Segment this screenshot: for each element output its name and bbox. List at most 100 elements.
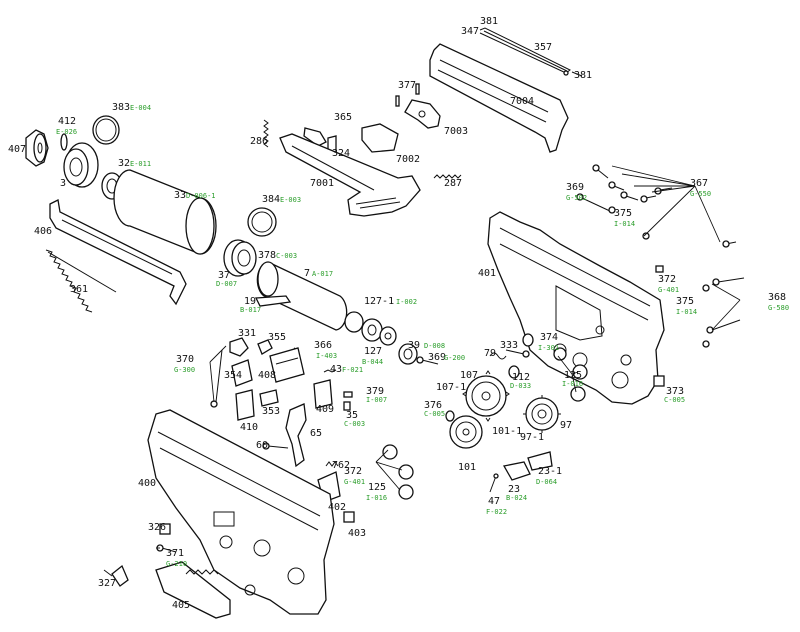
- part-368-screws: [706, 277, 745, 334]
- callout-408: 408: [258, 370, 276, 381]
- callout-400: 400: [138, 478, 156, 489]
- callout-379-code: I-007: [366, 396, 387, 404]
- callout-375-top: 375: [614, 208, 632, 219]
- part-367-screws: [592, 164, 737, 248]
- callout-labels: 381 347 357 381 377 7004 383 E-004 412 E…: [8, 16, 789, 611]
- callout-402: 402: [328, 502, 346, 513]
- callout-97: 97: [560, 420, 572, 431]
- part-3-cylinder-head: [63, 142, 99, 188]
- part-7002-plate: [361, 123, 399, 153]
- callout-371-code: G-210: [166, 560, 187, 568]
- callout-370-code: G-300: [174, 366, 195, 374]
- callout-127: 127: [364, 346, 382, 357]
- callout-79: 79: [484, 348, 496, 359]
- callout-35-code: C-003: [344, 420, 365, 428]
- part-331-lever: [229, 337, 249, 357]
- callout-374-code: I-301: [538, 344, 559, 352]
- callout-410: 410: [240, 422, 258, 433]
- part-101-sector-gear: [449, 415, 483, 449]
- part-7004-rail: [429, 43, 569, 153]
- callout-369-center-code: G-200: [444, 354, 465, 362]
- callout-383-code: E-004: [130, 104, 151, 112]
- callout-107-1: 107-1: [436, 382, 466, 393]
- callout-127-1: 127-1: [364, 296, 394, 307]
- callout-127-1-code: I-002: [396, 298, 417, 306]
- callout-375-top-code: I-014: [614, 220, 635, 228]
- callout-125-right-code: I-016: [562, 380, 583, 388]
- part-7-piston: [256, 261, 348, 331]
- part-377-pin: [395, 83, 420, 107]
- part-35-part: [343, 401, 351, 411]
- callout-47: 47: [488, 496, 500, 507]
- part-406-guide-rail: [49, 199, 187, 306]
- part-369-screw: [416, 356, 439, 365]
- callout-60: 60: [256, 440, 268, 451]
- part-79-spring: [489, 352, 507, 360]
- callout-65: 65: [310, 428, 322, 439]
- part-125-bushings-right: [553, 347, 588, 402]
- part-39-guide: [398, 343, 418, 365]
- part-125-bushings-left: [382, 444, 414, 500]
- callout-33-code: D-006-1: [186, 192, 216, 200]
- part-372-nut: [655, 265, 664, 273]
- callout-101-1: 101-1: [492, 426, 522, 437]
- callout-32-code: E-011: [130, 160, 151, 168]
- part-7003-lever: [404, 99, 441, 129]
- callout-372-right-code: G-401: [658, 286, 679, 294]
- callout-381-right: 381: [574, 70, 592, 81]
- callout-23: 23: [508, 484, 520, 495]
- part-403-nut: [343, 511, 355, 523]
- part-43-spring: [323, 369, 337, 373]
- callout-384: 384: [262, 194, 280, 205]
- callout-361: 361: [70, 284, 88, 295]
- part-97-bevel-gear: [523, 395, 561, 433]
- part-376-washer: [445, 410, 455, 422]
- callout-7004: 7004: [510, 96, 534, 107]
- callout-366-code: I-403: [316, 352, 337, 360]
- callout-372-left: 372: [344, 466, 362, 477]
- callout-367-code: G-550: [690, 190, 711, 198]
- callout-412: 412: [58, 116, 76, 127]
- callout-287: 287: [444, 178, 462, 189]
- callout-368: 368: [768, 292, 786, 303]
- part-37-piston-head: [223, 239, 257, 277]
- part-107-spur-gear: [462, 370, 510, 422]
- part-355-clip: [257, 339, 273, 355]
- part-127-1-bearing: [344, 311, 397, 346]
- part-326-nut: [159, 523, 171, 535]
- callout-354: 354: [224, 370, 242, 381]
- callout-39: 39: [408, 340, 420, 351]
- callout-412-code: E-026: [56, 128, 77, 136]
- callout-353: 353: [262, 406, 280, 417]
- part-407-nozzle: [25, 129, 49, 167]
- callout-369-right: 369: [566, 182, 584, 193]
- callout-378: 378: [258, 250, 276, 261]
- callout-406: 406: [34, 226, 52, 237]
- callout-369-center: 369: [428, 352, 446, 363]
- part-365-clip: [303, 127, 327, 147]
- callout-375-bottom-code: I-014: [676, 308, 697, 316]
- callout-762: 762: [332, 460, 350, 471]
- callout-331: 331: [238, 328, 256, 339]
- callout-355: 355: [268, 332, 286, 343]
- callout-409: 409: [316, 404, 334, 415]
- callout-23-1-code: D-064: [536, 478, 557, 486]
- callout-376-code: C-005: [424, 410, 445, 418]
- callout-371: 371: [166, 548, 184, 559]
- callout-112-code: D-033: [510, 382, 531, 390]
- leader-lines: [103, 165, 741, 577]
- callout-384-code: E-003: [280, 196, 301, 204]
- callout-125-left: 125: [368, 482, 386, 493]
- callout-97-1: 97-1: [520, 432, 544, 443]
- callout-7-code: A-017: [312, 270, 333, 278]
- callout-347: 347: [461, 26, 479, 37]
- callout-7003: 7003: [444, 126, 468, 137]
- callout-7002: 7002: [396, 154, 420, 165]
- part-409-contact: [313, 379, 333, 409]
- callout-39-code: D-008: [424, 342, 445, 350]
- callout-379: 379: [366, 386, 384, 397]
- part-60-pin: [262, 442, 289, 450]
- part-33-cylinder: [113, 169, 217, 255]
